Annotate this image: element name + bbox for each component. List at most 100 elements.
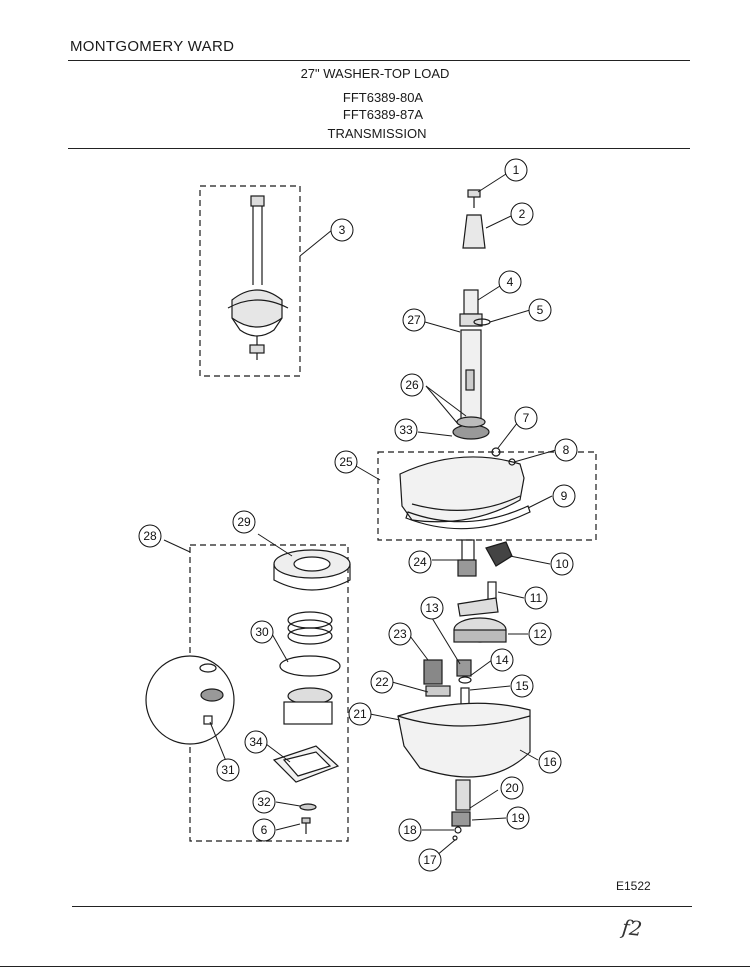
part-20-shaft [455, 779, 471, 811]
svg-text:28: 28 [143, 529, 157, 543]
callout-17: 17 [418, 848, 442, 872]
callout-19: 19 [506, 806, 530, 830]
part-30-ring [279, 655, 341, 677]
callout-30: 30 [250, 620, 274, 644]
callout-4: 4 [498, 270, 522, 294]
part-26-seal [456, 416, 486, 428]
svg-text:22: 22 [375, 675, 389, 689]
svg-text:17: 17 [423, 853, 437, 867]
part-30-retainer [283, 701, 333, 725]
footer-rule [72, 906, 692, 907]
svg-text:34: 34 [249, 735, 263, 749]
callout-22: 22 [370, 670, 394, 694]
svg-text:33: 33 [399, 423, 413, 437]
callout-3: 3 [330, 218, 354, 242]
model-number-2: FFT6389-87A [342, 107, 424, 122]
transmission-assembly-part [227, 195, 289, 360]
section-title: TRANSMISSION [327, 126, 427, 141]
part-24-pinion [461, 539, 475, 561]
part-10-shift-fork [485, 541, 513, 567]
svg-text:15: 15 [515, 679, 529, 693]
part-13-gear [456, 659, 472, 677]
callout-25: 25 [334, 450, 358, 474]
part-7-fastener [491, 447, 501, 457]
callout-14: 14 [490, 648, 514, 672]
callout-33: 33 [394, 418, 418, 442]
svg-text:24: 24 [413, 555, 427, 569]
part-2-cap [462, 214, 486, 249]
svg-text:25: 25 [339, 455, 353, 469]
callout-31: 31 [216, 758, 240, 782]
callout-11: 11 [524, 586, 548, 610]
svg-text:3: 3 [339, 223, 346, 237]
callout-21: 21 [348, 702, 372, 726]
callout-8: 8 [554, 438, 578, 462]
callout-20: 20 [500, 776, 524, 800]
svg-text:29: 29 [237, 515, 251, 529]
svg-text:2: 2 [519, 207, 526, 221]
svg-text:4: 4 [507, 275, 514, 289]
assembly-box-25 [377, 451, 597, 541]
part-25-gear-case-cover [399, 456, 525, 523]
drawing-code: E1522 [616, 879, 651, 893]
assembly-box-3 [199, 185, 301, 377]
callout-6: 6 [252, 818, 276, 842]
part-29-seal [273, 549, 351, 591]
svg-text:26: 26 [405, 378, 419, 392]
callout-32: 32 [252, 790, 276, 814]
callout-5: 5 [528, 298, 552, 322]
part-17-ball [452, 835, 458, 841]
svg-text:6: 6 [261, 823, 268, 837]
product-title: 27" WASHER-TOP LOAD [300, 66, 450, 81]
callout-2: 2 [510, 202, 534, 226]
part-1-screw [467, 189, 481, 208]
callout-24: 24 [408, 550, 432, 574]
part-9-gasket [405, 505, 531, 530]
svg-text:9: 9 [561, 489, 568, 503]
callout-7: 7 [514, 406, 538, 430]
callout-28: 28 [138, 524, 162, 548]
brand-name: MONTGOMERY WARD [70, 38, 235, 55]
svg-text:14: 14 [495, 653, 509, 667]
callout-12: 12 [528, 622, 552, 646]
svg-text:30: 30 [255, 625, 269, 639]
part-14-washer [458, 676, 472, 684]
detail-inset-31 [145, 655, 235, 745]
svg-text:5: 5 [537, 303, 544, 317]
part-16-gear-case [397, 702, 531, 778]
callout-27: 27 [402, 308, 426, 332]
svg-text:32: 32 [257, 795, 271, 809]
header-rule-top [68, 60, 690, 61]
callout-15: 15 [510, 674, 534, 698]
callout-16: 16 [538, 750, 562, 774]
svg-text:11: 11 [530, 591, 543, 605]
part-27-agitator-shaft [459, 289, 483, 421]
svg-text:18: 18 [403, 823, 417, 837]
svg-text:20: 20 [505, 781, 519, 795]
part-19-gear [451, 811, 471, 827]
callout-1: 1 [504, 158, 528, 182]
callout-26: 26 [400, 373, 424, 397]
callout-18: 18 [398, 818, 422, 842]
svg-text:23: 23 [393, 627, 407, 641]
callout-34: 34 [244, 730, 268, 754]
part-23-gear [423, 659, 443, 685]
callout-29: 29 [232, 510, 256, 534]
svg-text:31: 31 [221, 763, 235, 777]
part-18-ball [454, 826, 462, 834]
svg-text:13: 13 [425, 601, 439, 615]
svg-text:10: 10 [555, 557, 569, 571]
svg-text:12: 12 [533, 627, 547, 641]
callout-23: 23 [388, 622, 412, 646]
callout-13: 13 [420, 596, 444, 620]
svg-text:8: 8 [563, 443, 570, 457]
svg-text:1: 1 [513, 163, 520, 177]
handwritten-note: f2 [620, 915, 644, 941]
model-number-1: FFT6389-80A [342, 90, 424, 105]
svg-text:19: 19 [511, 811, 525, 825]
part-6-screw [301, 817, 311, 834]
svg-text:16: 16 [543, 755, 557, 769]
callout-10: 10 [550, 552, 574, 576]
part-30-spring [287, 611, 333, 645]
